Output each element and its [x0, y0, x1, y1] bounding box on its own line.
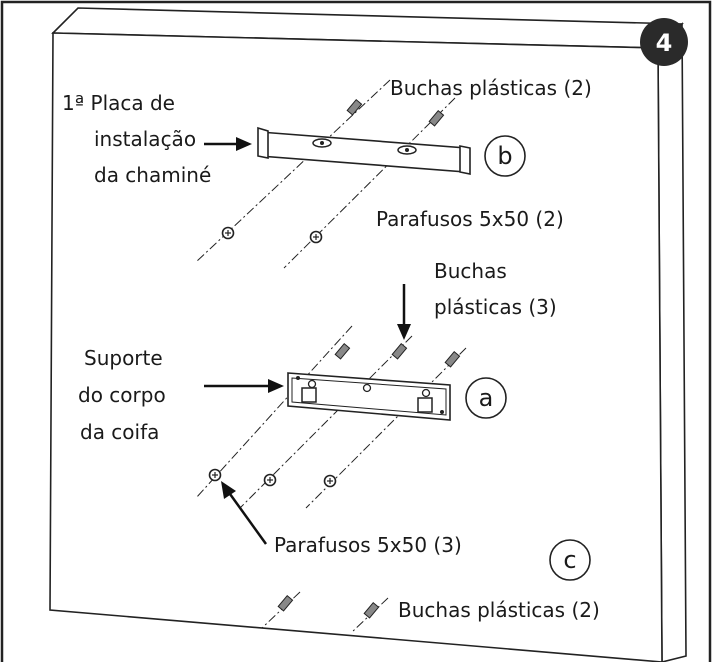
label-chimney-plate-line1: 1ª Placa de [62, 91, 175, 115]
body-support-bracket [287, 372, 451, 421]
screw-icon [221, 226, 235, 240]
anchor-icon [334, 343, 351, 360]
svg-text:a: a [479, 384, 494, 412]
callout-a: a [465, 377, 507, 419]
label-chimney-plate-line2: instalação [94, 127, 196, 151]
label-body-support-line1: Suporte [84, 346, 163, 370]
label-anchors-mid-line1: Buchas [434, 259, 507, 283]
callout-c: c [549, 539, 591, 581]
label-screws-top: Parafusos 5x50 (2) [376, 207, 564, 231]
body-support-assembly [195, 284, 467, 545]
label-anchors-top: Buchas plásticas (2) [390, 76, 592, 100]
label-anchors-bottom: Buchas plásticas (2) [398, 598, 600, 622]
chimney-plate-assembly [195, 79, 471, 269]
step-number: 4 [656, 29, 673, 57]
label-screws-mid: Parafusos 5x50 (3) [274, 533, 462, 557]
wall-panel [49, 7, 687, 662]
screw-icon [309, 230, 323, 244]
anchor-icon [346, 99, 363, 116]
screw-icon [263, 473, 277, 487]
label-anchors-mid-line2: plásticas (3) [434, 295, 557, 319]
anchor-icon [391, 343, 408, 360]
label-chimney-plate-line3: da chaminé [94, 163, 211, 187]
anchor-icon [277, 595, 294, 612]
screw-icon [208, 468, 222, 482]
anchor-icon [428, 110, 445, 127]
bottom-anchors [261, 591, 389, 633]
step-badge: 4 [640, 18, 688, 66]
anchor-icon [444, 351, 461, 368]
anchor-icon [363, 602, 380, 619]
svg-text:c: c [563, 546, 576, 574]
label-body-support-line3: da coifa [80, 420, 159, 444]
callout-b: b [484, 135, 526, 177]
label-body-support-line2: do corpo [78, 383, 166, 407]
screw-icon [323, 474, 337, 488]
svg-text:b: b [497, 142, 512, 170]
